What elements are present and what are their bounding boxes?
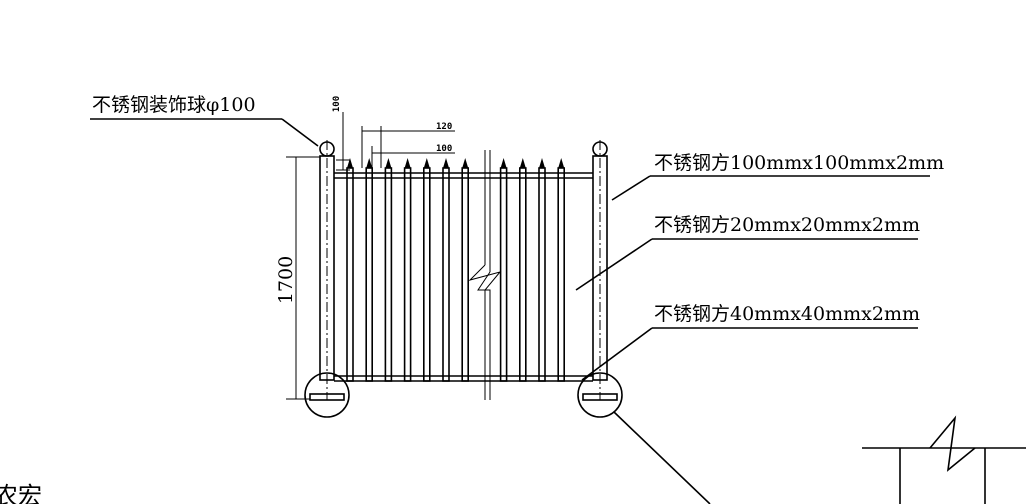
right-base-detail-circle (577, 372, 623, 418)
picket-leader: 不锈钢方20mmx20mmx2mm (575, 214, 920, 291)
picket-label: 不锈钢方20mmx20mmx2mm (654, 214, 920, 236)
rail-label: 不锈钢方40mmx40mmx2mm (654, 303, 920, 325)
top-rail (334, 172, 593, 179)
left-base-plate (309, 393, 345, 401)
pickets (346, 158, 566, 382)
ball-label: 不锈钢装饰球φ100 (92, 94, 256, 116)
detail-leader-line (613, 411, 711, 504)
picket (346, 158, 354, 382)
picket (538, 158, 546, 382)
spacing-inner-text: 100 (436, 144, 452, 154)
section-break-symbol (862, 415, 1026, 504)
height-dimension: 1700 (275, 156, 320, 400)
picket (499, 158, 508, 382)
spacing-dimensions: 120 100 (361, 122, 455, 168)
picket (422, 158, 431, 382)
picket (461, 158, 470, 382)
post-leader: 不锈钢方100mmx100mmx2mm (611, 152, 944, 201)
height-dimension-text: 1700 (275, 256, 297, 304)
right-base-plate (582, 393, 618, 401)
spike-height-text: 100 (332, 96, 342, 112)
left-base-detail-circle (304, 372, 350, 418)
spike-height-dimension: 100 (332, 96, 350, 171)
right-post (582, 140, 618, 401)
spacing-outer-text: 120 (436, 122, 452, 132)
cut-off-text: 农宏 (0, 482, 42, 504)
ball-leader: 不锈钢装饰球φ100 (90, 94, 319, 147)
break-line (468, 150, 502, 400)
picket (442, 158, 450, 382)
picket (365, 158, 374, 382)
left-post (309, 140, 345, 401)
post-label: 不锈钢方100mmx100mmx2mm (654, 152, 944, 174)
picket (557, 158, 566, 382)
picket (384, 158, 393, 382)
rail-leader: 不锈钢方40mmx40mmx2mm (581, 303, 920, 381)
picket (518, 158, 527, 382)
picket (403, 158, 412, 382)
